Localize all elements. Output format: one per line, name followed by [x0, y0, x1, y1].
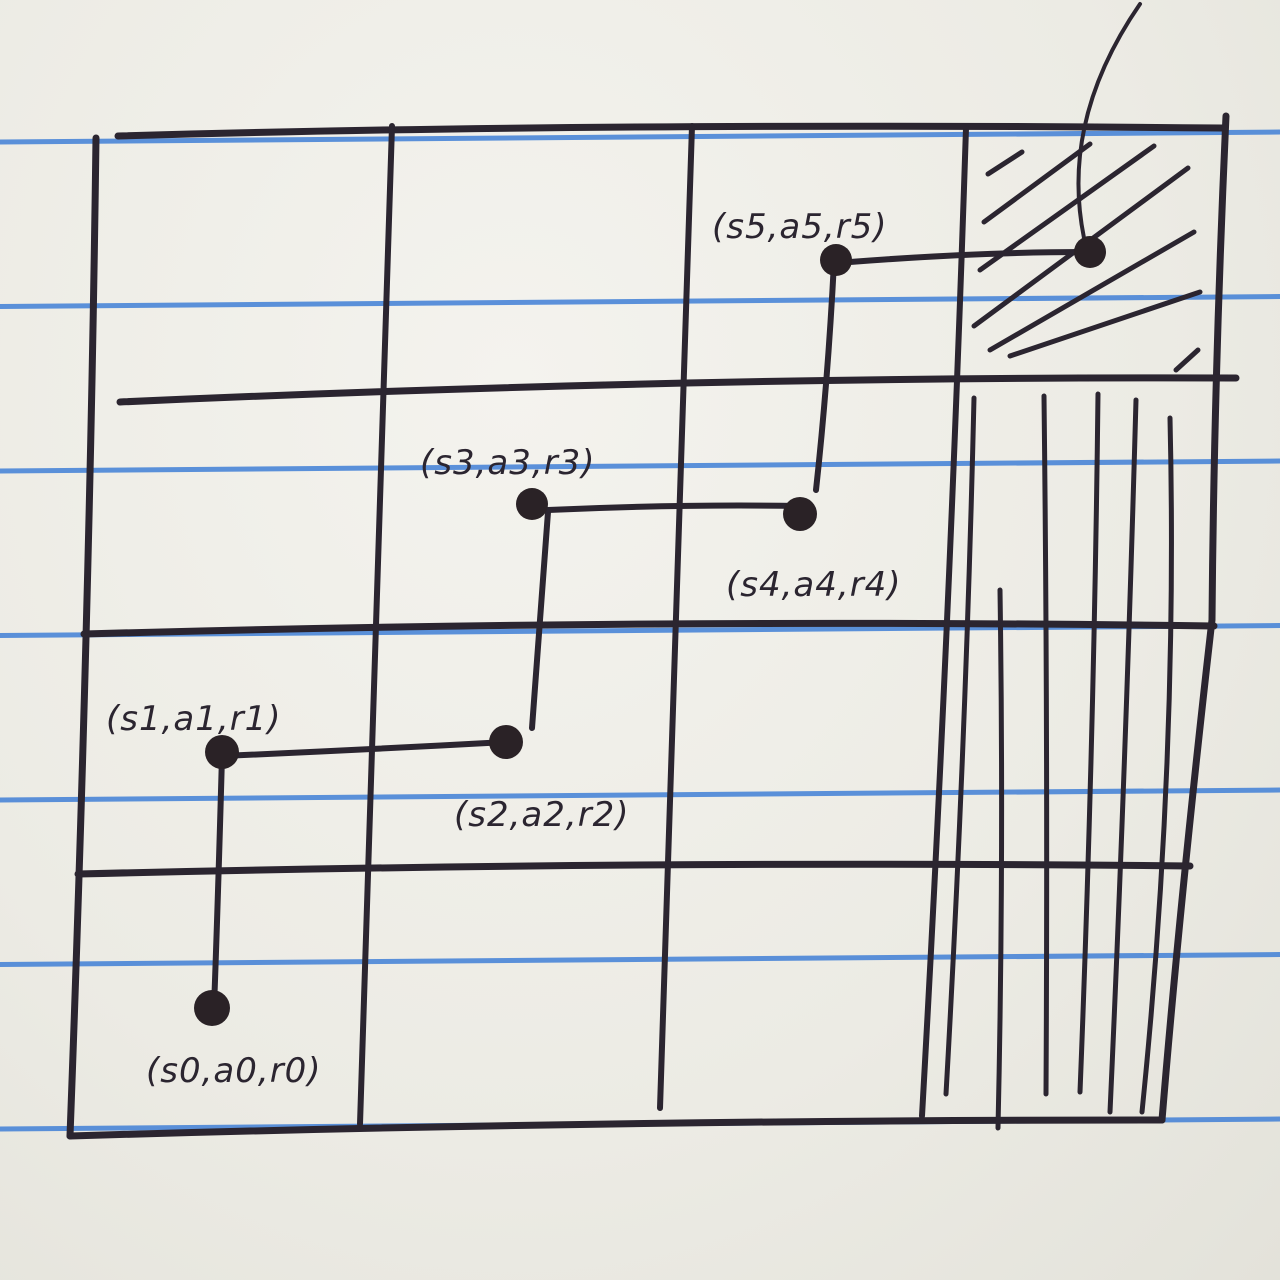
state-dot-s2	[489, 725, 523, 759]
goal-pointer-line	[1076, 2, 1142, 240]
label-s5: (s5,a5,r5)	[712, 207, 888, 247]
label-s2: (s2,a2,r2)	[454, 795, 630, 835]
label-s0: (s0,a0,r0)	[146, 1051, 322, 1091]
state-dots	[194, 236, 1106, 1026]
label-s3: (s3,a3,r3)	[420, 443, 596, 483]
grid-right-border	[1158, 112, 1230, 1124]
path-s0-s1	[211, 753, 225, 1011]
trajectory-path	[211, 2, 1142, 1011]
state-dot-s1	[205, 735, 239, 769]
grid-hline-3	[74, 860, 1194, 878]
grid-left-border	[66, 134, 100, 1140]
state-dot-s4	[783, 497, 817, 531]
notebook-rule-line	[0, 952, 1280, 967]
state-dot-s0	[194, 990, 230, 1026]
grid-vline-3	[919, 125, 969, 1119]
path-s3-s4	[545, 502, 803, 513]
state-labels: (s0,a0,r0) (s1,a1,r1) (s2,a2,r2) (s3,a3,…	[106, 207, 902, 1091]
grid-vline-1	[357, 123, 395, 1127]
notebook-rule-line	[0, 294, 1280, 309]
notebook-rule-line	[0, 458, 1280, 474]
grid-hline-1	[116, 374, 1240, 406]
grid-vline-2	[657, 123, 695, 1111]
state-dot-s5	[820, 244, 852, 276]
notebook-rule-line	[0, 129, 1280, 145]
blocked-column-lines	[943, 391, 1174, 1131]
path-s4-s5	[813, 259, 837, 493]
path-s5-goal	[847, 249, 1087, 265]
goal-dot	[1074, 236, 1106, 268]
grid-top-border	[114, 122, 1226, 140]
label-s1: (s1,a1,r1)	[106, 699, 282, 739]
state-dot-s3	[516, 488, 548, 520]
label-s4: (s4,a4,r4)	[726, 565, 902, 605]
path-s1-s2	[219, 739, 509, 759]
path-s2-s3	[529, 509, 551, 731]
grid	[66, 112, 1240, 1140]
